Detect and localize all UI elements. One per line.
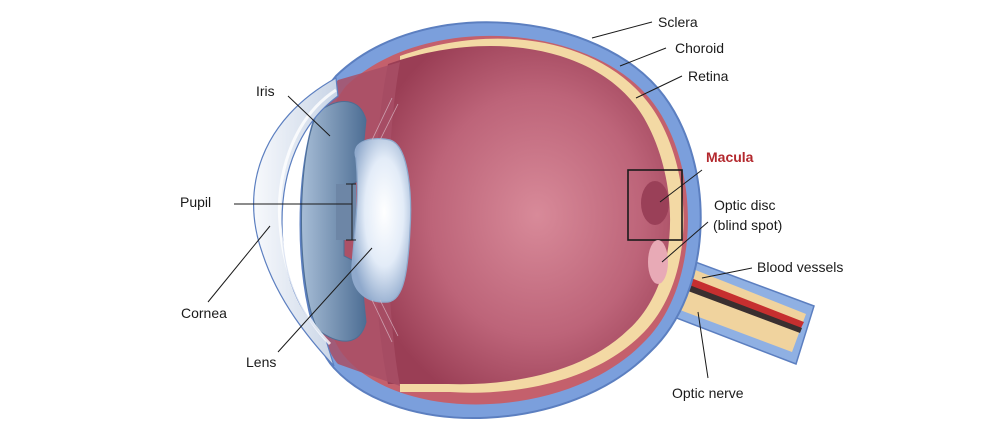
label-blind-spot: (blind spot) [713, 217, 782, 233]
optic-disc [648, 240, 668, 284]
iris [301, 101, 367, 342]
leader-macula [659, 169, 703, 203]
leader-retina [635, 75, 683, 99]
cornea [252, 77, 339, 367]
label-choroid: Choroid [675, 40, 724, 56]
leader-sclera [591, 21, 653, 39]
label-cornea: Cornea [181, 305, 227, 321]
vitreous-body [374, 46, 671, 385]
label-iris: Iris [256, 83, 275, 99]
leader-iris [287, 95, 331, 137]
leader-optic-disc [661, 221, 709, 263]
label-optic-disc: Optic disc [714, 197, 775, 213]
label-retina: Retina [688, 68, 729, 84]
leader-optic-nerve [697, 311, 709, 379]
leader-choroid [619, 47, 667, 67]
label-pupil: Pupil [180, 194, 211, 210]
macula-highlight-box [627, 169, 683, 241]
leader-blood-vessels [701, 267, 753, 279]
leader-cornea [207, 225, 271, 303]
zonule-fibers [371, 97, 399, 343]
label-macula: Macula [706, 149, 754, 165]
lens [351, 137, 412, 303]
label-lens: Lens [246, 354, 276, 370]
macula-spot [641, 181, 669, 225]
leader-lens [277, 247, 373, 353]
pupil-opening [336, 184, 356, 240]
label-sclera: Sclera [658, 14, 698, 30]
label-blood-vessels: Blood vessels [757, 259, 843, 275]
label-optic-nerve: Optic nerve [672, 385, 744, 401]
